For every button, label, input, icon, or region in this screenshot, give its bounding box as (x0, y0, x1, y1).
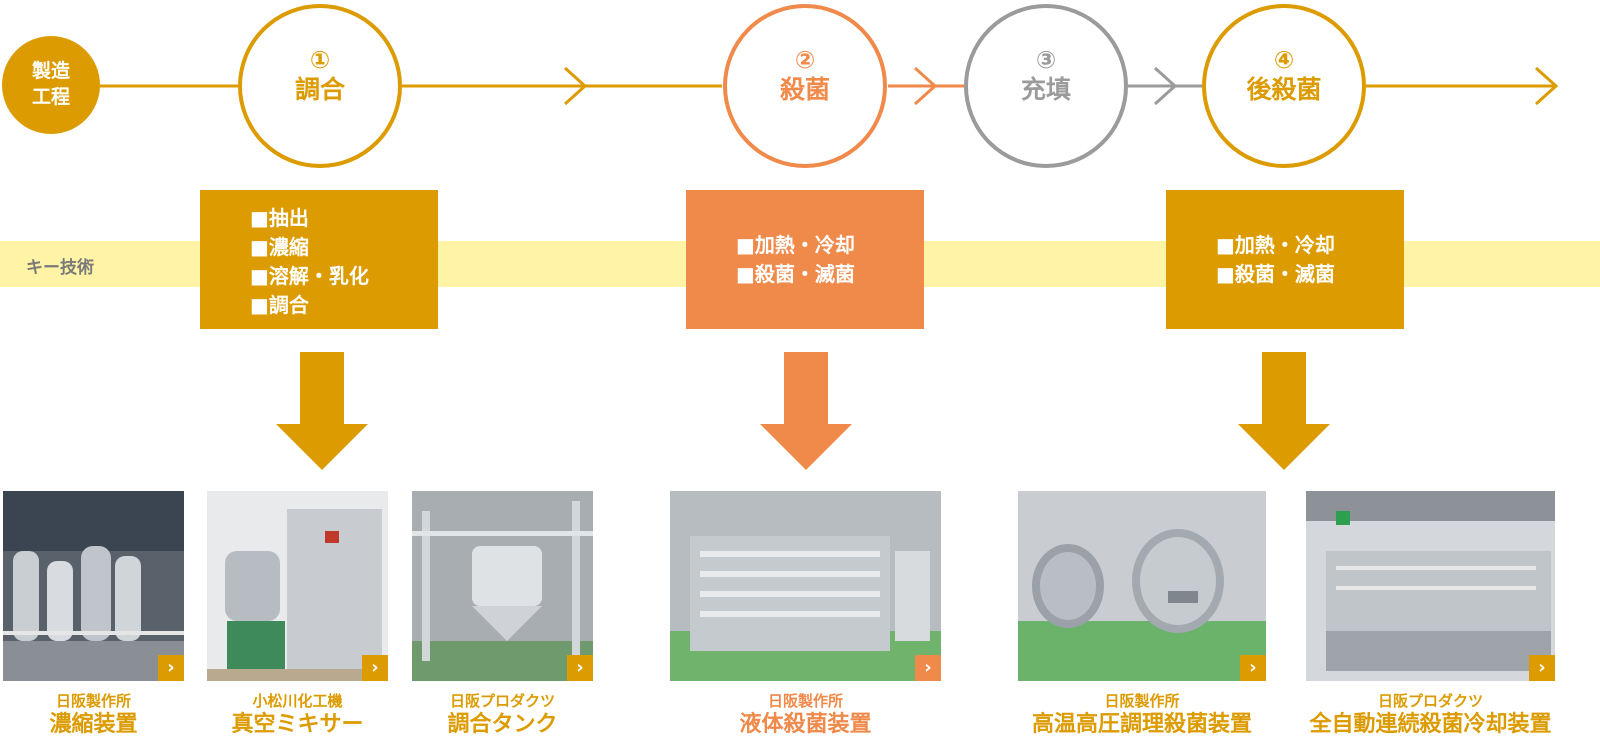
chevron-right-icon[interactable]: › (567, 655, 593, 681)
step-circle-1 (238, 4, 402, 168)
product-name[interactable]: 真空ミキサー (231, 712, 364, 737)
product-photo[interactable] (207, 491, 388, 681)
step-2: ② 殺菌 (725, 46, 885, 106)
tech-item: ■加熱・冷却 (736, 233, 855, 257)
product-name[interactable]: 液体殺菌装置 (739, 712, 872, 737)
step-3: ③ 充填 (966, 46, 1126, 106)
step-circle-2 (723, 4, 887, 168)
chevron-right-icon[interactable]: › (158, 655, 184, 681)
arrow-down-icon (1238, 352, 1330, 470)
product-maker: 小松川化工機 (252, 692, 343, 710)
product-photo[interactable] (670, 491, 941, 681)
product-maker: 日阪製作所 (55, 692, 131, 710)
tech-item: ■濃縮 (250, 235, 309, 259)
product-name[interactable]: 高温高圧調理殺菌装置 (1031, 712, 1252, 737)
badge-line-1: 製造 (31, 60, 70, 82)
step-name: 殺菌 (779, 75, 830, 104)
key-tech-label: キー技術 (26, 258, 94, 278)
step-circle-3 (964, 4, 1128, 168)
arrow-down-icon (760, 352, 852, 470)
product-name[interactable]: 濃縮装置 (49, 712, 138, 737)
product-maker: 日阪プロダクツ (1377, 692, 1483, 710)
step-number: ① (309, 46, 331, 74)
tech-item: ■溶解・乳化 (250, 264, 369, 288)
flow-arrowhead (913, 66, 938, 106)
product-photo[interactable] (412, 491, 593, 681)
process-badge-label: 製造 工程 (2, 58, 100, 110)
arrow-down-icon (276, 352, 368, 470)
step-circle-4 (1202, 4, 1366, 168)
step-name: 調合 (294, 75, 345, 104)
product-photo[interactable] (1018, 491, 1266, 681)
tech-item: ■殺菌・滅菌 (736, 262, 855, 286)
tech-item: ■調合 (250, 293, 309, 317)
chevron-right-icon[interactable]: › (1529, 655, 1555, 681)
key-tech-box-3: ■加熱・冷却 ■殺菌・滅菌 (1166, 190, 1404, 329)
product-photo[interactable] (3, 491, 184, 681)
chevron-right-icon[interactable]: › (915, 655, 941, 681)
flow-arrowhead (1153, 66, 1178, 106)
step-number: ③ (1035, 46, 1057, 74)
product-maker: 日阪プロダクツ (449, 692, 555, 710)
product-name[interactable]: 全自動連続殺菌冷却装置 (1309, 712, 1552, 737)
tech-item: ■殺菌・滅菌 (1216, 262, 1335, 286)
tech-item: ■抽出 (250, 206, 309, 230)
product-name[interactable]: 調合タンク (447, 712, 558, 737)
process-badge (2, 36, 100, 134)
step-number: ④ (1273, 46, 1295, 74)
step-1: ① 調合 (240, 46, 400, 106)
chevron-right-icon[interactable]: › (362, 655, 388, 681)
badge-line-2: 工程 (31, 86, 70, 108)
tech-item: ■加熱・冷却 (1216, 233, 1335, 257)
step-number: ② (794, 46, 816, 74)
product-maker: 日阪製作所 (1104, 692, 1180, 710)
process-flow-diagram (2, 4, 1559, 470)
step-name: 充填 (1020, 75, 1071, 104)
chevron-right-icon[interactable]: › (1240, 655, 1266, 681)
flow-arrowhead (1534, 66, 1559, 106)
flow-arrowhead (563, 66, 588, 106)
step-4: ④ 後殺菌 (1204, 46, 1364, 106)
step-name: 後殺菌 (1246, 75, 1322, 104)
key-tech-box-2: ■加熱・冷却 ■殺菌・滅菌 (686, 190, 924, 329)
key-tech-box-1: ■抽出 ■濃縮 ■溶解・乳化 ■調合 (200, 190, 438, 329)
product-maker: 日阪製作所 (767, 692, 843, 710)
product-photo[interactable] (1306, 491, 1555, 681)
